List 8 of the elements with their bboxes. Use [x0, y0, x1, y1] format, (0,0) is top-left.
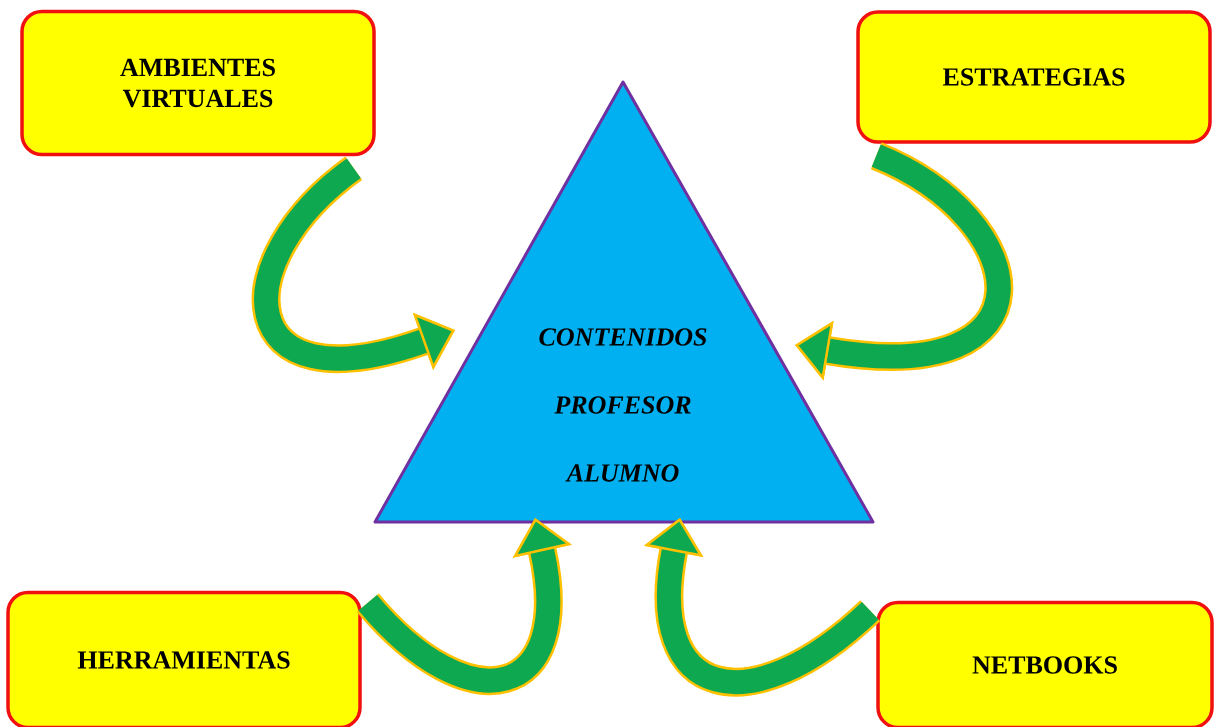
triangle-text: CONTENIDOS PROFESOR ALUMNO	[539, 328, 707, 482]
curved-arrow	[643, 518, 880, 697]
label-box: NETBOOKS	[876, 600, 1214, 727]
label-box: HERRAMIENTAS	[6, 590, 362, 727]
curved-arrow	[252, 157, 455, 373]
label-box: AMBIENTES VIRTUALES	[20, 9, 376, 157]
label-box: ESTRATEGIAS	[856, 10, 1212, 144]
curved-arrow	[795, 142, 1013, 381]
